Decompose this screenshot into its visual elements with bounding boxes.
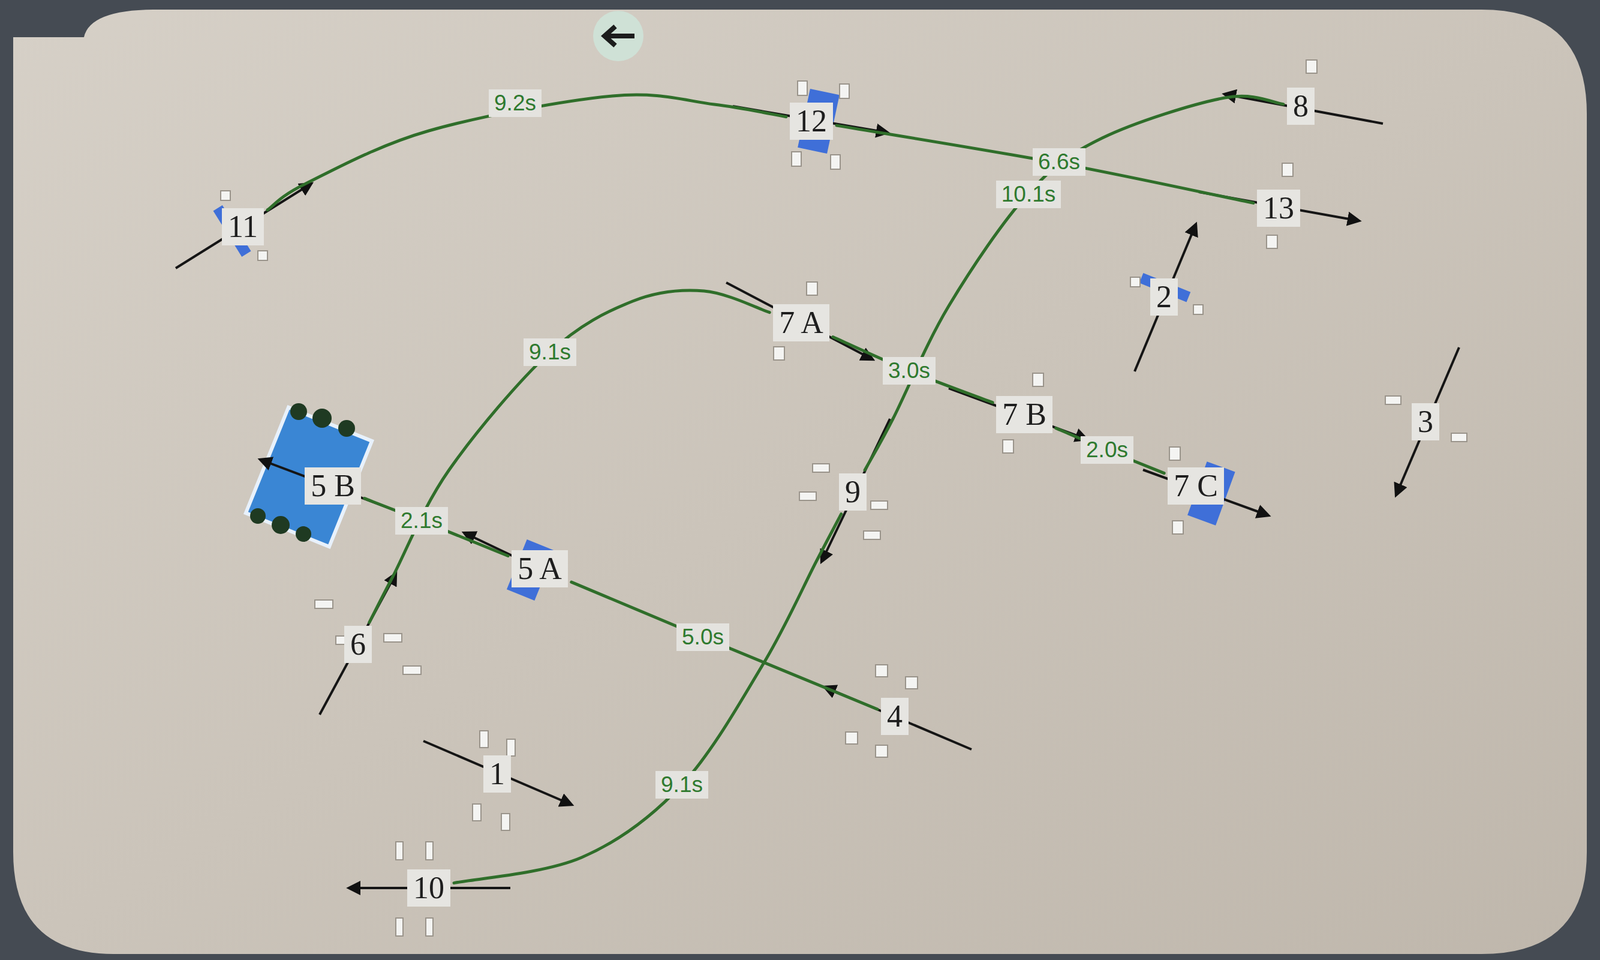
course-line: [1056, 428, 1165, 474]
obstacle-number-text: 2: [1156, 279, 1172, 314]
obstacle-number: 10: [407, 868, 451, 906]
obstacle-number-text: 12: [795, 103, 827, 138]
obstacle-number: 2: [1150, 278, 1178, 315]
obstacle-number: 12: [789, 102, 833, 140]
direction-icon: [593, 10, 644, 62]
obstacle-number-text: 11: [227, 209, 258, 244]
time-label: 9.1s: [655, 770, 709, 799]
time-label: 3.0s: [882, 356, 936, 385]
obstacle-number-text: 3: [1417, 404, 1434, 439]
obstacle-number: 9: [838, 473, 867, 510]
time-label: 2.1s: [395, 506, 448, 535]
obstacle-number-text: 5 A: [517, 551, 562, 586]
obstacle-number-text: 7 A: [779, 305, 824, 340]
obstacle-number-text: 4: [886, 698, 903, 733]
course-line: [864, 95, 1284, 470]
obstacle-number-text: 1: [489, 756, 505, 791]
jump-standards: [220, 59, 1467, 936]
jump-direction-arrows: [175, 94, 1460, 888]
obstacle-number: 7 A: [773, 304, 830, 341]
course-line: [832, 337, 993, 403]
course-line: [453, 513, 842, 883]
time-label: 9.1s: [523, 338, 577, 366]
time-label: 9.2s: [488, 89, 542, 117]
obstacle-number-text: 5 B: [310, 468, 356, 503]
obstacle-number: 5 B: [304, 467, 362, 504]
obstacle-number-text: 13: [1262, 190, 1295, 225]
obstacle-number: 8: [1286, 87, 1315, 125]
obstacle-number-text: 7 C: [1173, 468, 1218, 503]
direction-icon-arrow: [604, 26, 635, 46]
obstacle-number: 7 C: [1167, 467, 1224, 504]
time-label: 2.0s: [1080, 435, 1134, 464]
time-label: 10.1s: [996, 180, 1062, 209]
obstacle-number-text: 8: [1292, 88, 1309, 123]
obstacle-number: 6: [344, 625, 372, 663]
arena-sand: [13, 9, 1587, 954]
course-line: [364, 498, 508, 556]
obstacle-number-text: 10: [413, 870, 445, 905]
obstacle-number-text: 7 B: [1002, 397, 1047, 432]
time-label: 5.0s: [676, 623, 730, 651]
obstacle-number: 13: [1256, 189, 1301, 227]
obstacle-number: 5 A: [511, 549, 568, 587]
water-jumps: [213, 88, 1236, 601]
obstacle-number-text: 6: [350, 626, 366, 661]
obstacle-number: 7 B: [996, 395, 1053, 433]
time-label: 6.6s: [1032, 148, 1086, 176]
obstacle-number-text: 9: [844, 474, 861, 509]
course-line: [571, 581, 878, 709]
obstacle-number: 11: [221, 208, 264, 245]
course-line: [369, 290, 770, 622]
obstacle-number: 4: [880, 697, 909, 735]
obstacle-number: 1: [483, 755, 511, 792]
obstacle-number: 3: [1411, 402, 1440, 440]
trees: [250, 402, 356, 542]
